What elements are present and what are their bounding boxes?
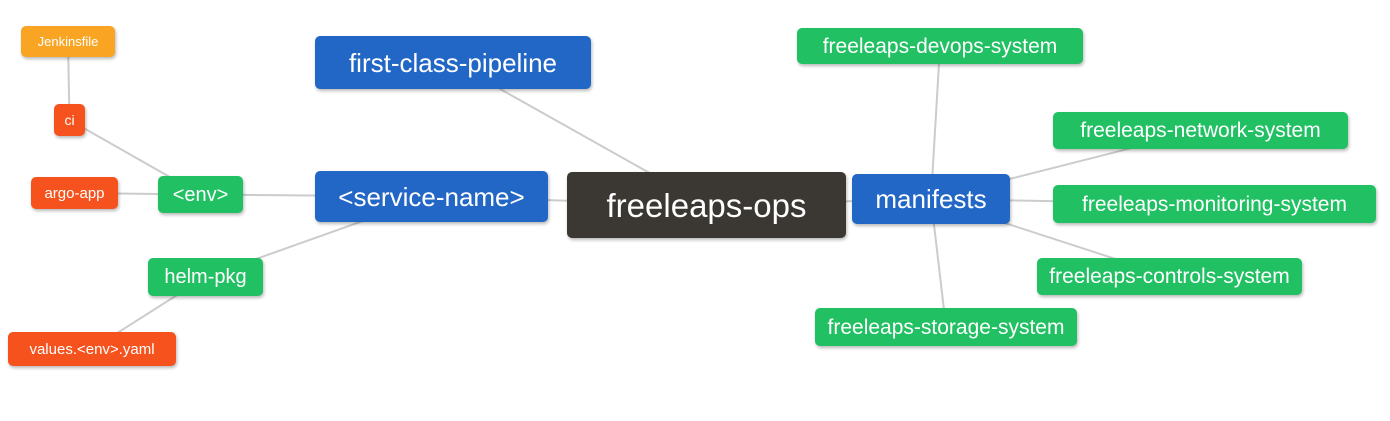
edge-manifests-freeleaps-devops-system	[930, 45, 941, 200]
node-values-env-yaml[interactable]: values.<env>.yaml	[8, 332, 176, 366]
node-freeleaps-network-system[interactable]: freeleaps-network-system	[1053, 112, 1348, 149]
node-first-class-pipeline[interactable]: first-class-pipeline	[315, 36, 591, 89]
node-freeleaps-devops-system[interactable]: freeleaps-devops-system	[797, 28, 1083, 64]
node-manifests[interactable]: manifests	[852, 174, 1010, 224]
node-argo-app[interactable]: argo-app	[31, 177, 118, 209]
node-helm-pkg[interactable]: helm-pkg	[148, 258, 263, 296]
node-freeleaps-storage-system[interactable]: freeleaps-storage-system	[815, 308, 1077, 346]
node-freeleaps-monitoring-system[interactable]: freeleaps-monitoring-system	[1053, 185, 1376, 223]
node-freeleaps-controls-system[interactable]: freeleaps-controls-system	[1037, 258, 1302, 295]
node-ci[interactable]: ci	[54, 104, 85, 136]
node-env[interactable]: <env>	[158, 176, 243, 213]
node-freeleaps-ops[interactable]: freeleaps-ops	[567, 172, 846, 238]
node-service-name[interactable]: <service-name>	[315, 171, 548, 222]
node-jenkinsfile[interactable]: Jenkinsfile	[21, 26, 115, 57]
